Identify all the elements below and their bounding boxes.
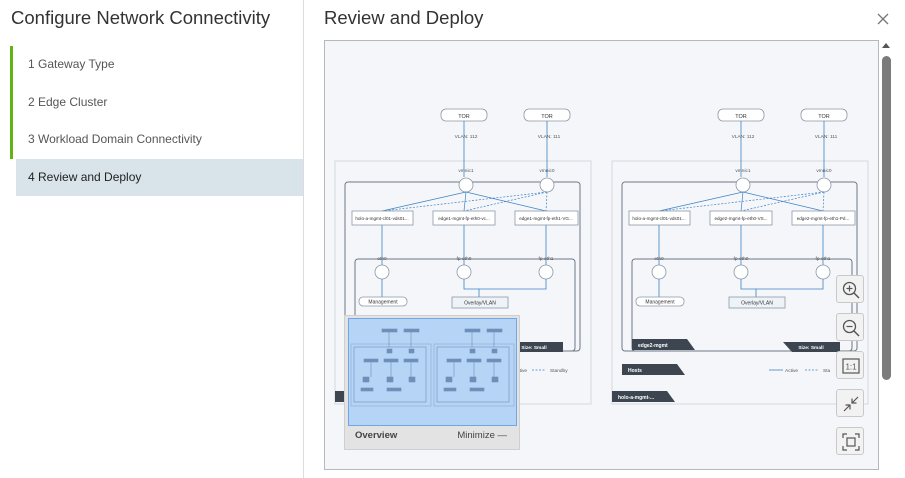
minimize-button[interactable]: Minimize — [457, 430, 507, 441]
network-label: Overlay/VLAN [464, 301, 496, 307]
vlan-label: VLAN: 111 [815, 134, 838, 140]
nic-node[interactable] [815, 264, 831, 280]
hosts-label: Hosts [628, 368, 642, 374]
network-pill[interactable] [635, 296, 685, 307]
portgroup-box[interactable] [628, 210, 691, 226]
vmnic-label: vmnic1 [458, 168, 474, 174]
vmnic-node[interactable] [816, 177, 832, 193]
portgroup-label: edge2-mgmt-fp-eth1-Pd... [797, 216, 850, 221]
svg-text:1:1: 1:1 [845, 363, 857, 372]
edge-name-tag [632, 339, 695, 350]
zoom-in-button[interactable] [836, 275, 864, 303]
portgroup-label: edge1-mgmt-fp-eth0-vc... [438, 216, 490, 221]
overview-viewport[interactable] [348, 318, 517, 426]
tor-label: TOR [735, 114, 747, 120]
nic-label: fp-eth1 [539, 256, 554, 262]
legend-standby: Standby [550, 368, 568, 374]
portgroup-label: edge1-mgmt-fp-eth1-VG... [519, 216, 573, 221]
cluster-tag [335, 391, 345, 402]
step-review-and-deploy[interactable]: 4 Review and Deploy [16, 158, 303, 196]
actual-size-button[interactable]: 1:1 [836, 351, 864, 379]
portgroup-box[interactable] [791, 210, 856, 226]
vmnic-label: vmnic0 [816, 168, 832, 174]
legend-standby: Sta [823, 368, 831, 374]
cluster-tag [612, 391, 675, 402]
close-icon[interactable] [876, 12, 890, 26]
wizard-title: Configure Network Connectivity [11, 7, 271, 28]
nic-node[interactable] [733, 264, 749, 280]
network-label: Overlay/VLAN [741, 301, 773, 307]
overview-label: Overview [355, 430, 398, 441]
legend-active: Active [785, 368, 798, 374]
network-label: Management [645, 300, 675, 306]
network-pill[interactable] [728, 296, 786, 309]
wizard-sidebar: Configure Network Connectivity 1 Gateway… [0, 0, 304, 478]
wizard-steps: 1 Gateway Type 2 Edge Cluster 3 Workload… [10, 46, 303, 196]
portgroup-box[interactable] [351, 210, 414, 226]
overview-footer: Overview Minimize — [345, 425, 519, 449]
nic-node[interactable] [374, 264, 390, 280]
edge-panel-1: TOR TOR VLAN: 112 VLAN: 111 vmnic1 vmnic… [334, 108, 592, 405]
overview-panel: Overview Minimize — [344, 315, 520, 450]
tor-label: TOR [541, 114, 553, 120]
collapse-icon [843, 396, 859, 412]
nic-node[interactable] [538, 264, 554, 280]
zoom-in-icon [842, 281, 860, 299]
vlan-label: VLAN: 111 [538, 134, 561, 140]
nic-label: fp-eth0 [457, 256, 472, 262]
nic-node[interactable] [456, 264, 472, 280]
edge-size-label: Size: Small [521, 345, 546, 351]
vertical-scrollbar[interactable] [880, 40, 892, 470]
step-edge-cluster[interactable]: 2 Edge Cluster [10, 83, 303, 121]
zoom-out-icon [842, 319, 860, 337]
page-title: Review and Deploy [324, 7, 484, 28]
vmnic-node[interactable] [539, 177, 555, 193]
collapse-button[interactable] [836, 389, 864, 417]
step-workload-domain-connectivity[interactable]: 3 Workload Domain Connectivity [10, 121, 303, 159]
nic-label: fp-eth1 [816, 256, 831, 262]
network-pill[interactable] [451, 296, 509, 309]
tor-label: TOR [818, 114, 830, 120]
zoom-out-button[interactable] [836, 313, 864, 341]
cluster-label: holo-a-mgmt-... [618, 395, 655, 401]
scroll-up-arrow-icon[interactable] [882, 43, 890, 48]
actual-size-icon: 1:1 [842, 358, 860, 374]
edge-name-label: edge2-mgmt [638, 343, 668, 349]
tor-label: TOR [458, 114, 470, 120]
step-gateway-type[interactable]: 1 Gateway Type [10, 46, 303, 84]
vlan-label: VLAN: 112 [732, 134, 755, 140]
edge-size-label: Size: Small [798, 345, 823, 351]
topology-diagram: TOR TOR VLAN: 112 VLAN: 111 vmnic1 vmnic… [334, 108, 869, 405]
portgroup-box[interactable] [514, 210, 579, 226]
legend-active: Active [514, 368, 527, 374]
portgroup-label: holo-a-mgmt-cl01-vds01... [355, 216, 408, 221]
vmnic-node[interactable] [458, 177, 474, 193]
vmnic-node[interactable] [735, 177, 751, 193]
vmnic-label: vmnic1 [735, 168, 751, 174]
scrollbar-thumb[interactable] [882, 56, 891, 380]
vlan-label: VLAN: 112 [455, 134, 478, 140]
edge-panel-2: TOR TOR VLAN: 112 VLAN: 111 vmnic1 vmnic… [611, 108, 869, 405]
network-pill[interactable] [358, 296, 408, 307]
nic-label: eth0 [654, 256, 664, 262]
nic-label: eth0 [377, 256, 387, 262]
fit-to-screen-icon [842, 433, 860, 451]
portgroup-label: holo-a-mgmt-cl01-vds01... [632, 216, 685, 221]
overview-minimap [350, 328, 515, 407]
portgroup-label: edge2-mgmt-fp-eth0-VS... [714, 216, 767, 221]
edge-size-tag [506, 342, 563, 352]
network-label: Management [368, 300, 398, 306]
hosts-tag [622, 364, 685, 375]
fit-to-screen-button[interactable] [836, 427, 864, 455]
nic-node[interactable] [651, 264, 667, 280]
edge-size-tag [783, 342, 840, 352]
vmnic-label: vmnic0 [539, 168, 555, 174]
nic-label: fp-eth0 [734, 256, 749, 262]
